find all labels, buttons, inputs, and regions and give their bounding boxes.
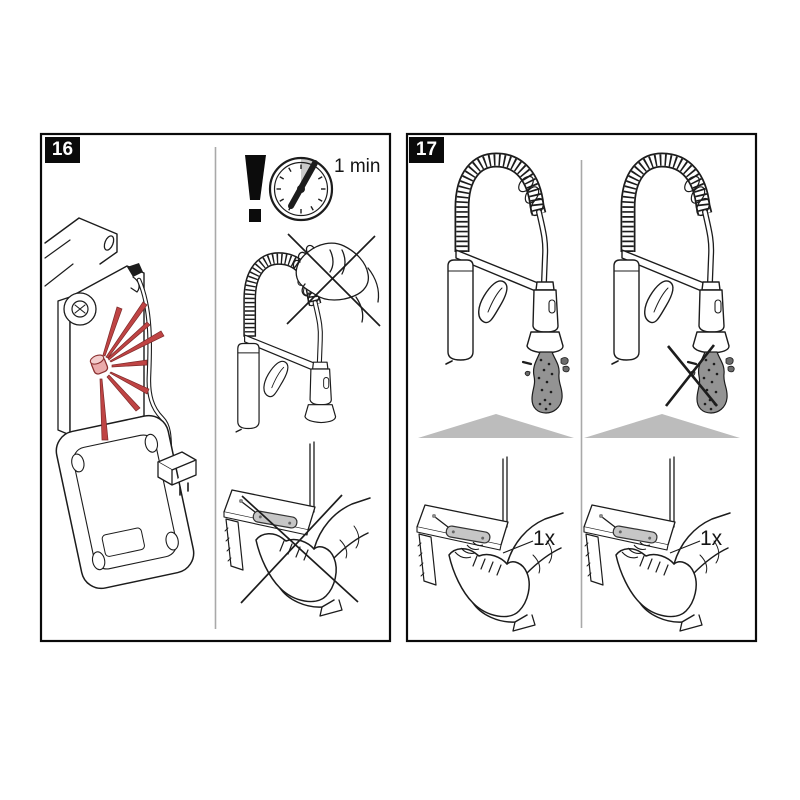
up-arrow-triangle [584,414,740,438]
water-off-column [583,160,740,632]
step-16-panel [39,132,392,643]
water-on-column [416,160,574,632]
step-number-badge-16: 16 [45,137,80,163]
water-stream-icon [686,350,736,415]
led-rays-icon [89,301,165,441]
status-led-icon [89,354,109,375]
no-touch-cross-icon [286,233,381,327]
no-water-cross-icon [664,344,719,407]
step-17-panel [405,132,758,643]
press-count-label: 1x [700,527,723,550]
timer-warning [245,155,334,222]
control-box-illustration [44,217,197,590]
up-arrow-triangle [418,414,574,438]
water-stream-icon [521,350,571,415]
panel-17-border [405,132,758,643]
exclamation-icon [245,155,266,222]
clock-icon [268,156,334,222]
duration-label: 1 min [334,156,381,177]
panel-16-border [39,132,392,643]
step-number-badge-17: 17 [409,137,444,163]
press-count-label: 1x [533,527,556,550]
no-press-cross-icon [240,494,359,604]
